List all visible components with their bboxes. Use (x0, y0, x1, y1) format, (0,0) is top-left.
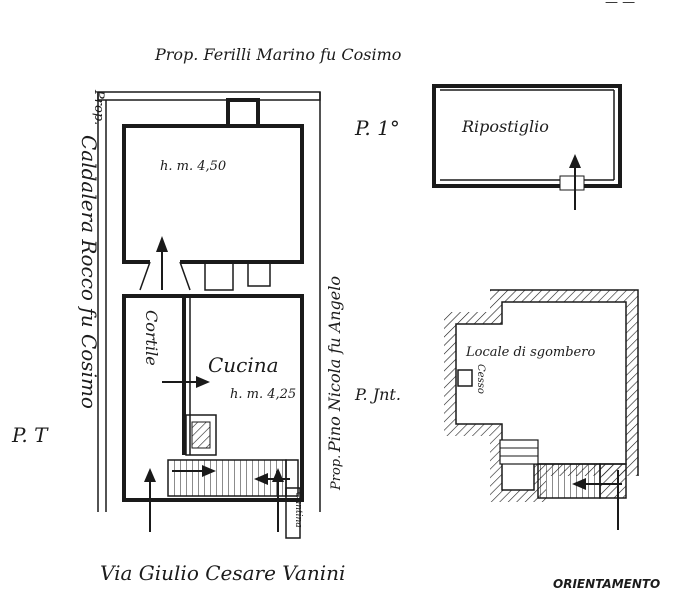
closet-box (457, 369, 473, 387)
closet-label: Cesso (475, 364, 486, 394)
arrow-entrance-right (272, 468, 284, 532)
east-owner-prefix: Prop. (329, 455, 344, 491)
west-owner-label: Caldalera Rocco fu Cosimo (77, 135, 101, 409)
junk-room-walls (444, 290, 638, 502)
kitchen-label: Cucina (208, 353, 279, 377)
orientation-label: ORIENTAMENTO (553, 577, 660, 591)
arrow-up-storeroom (569, 154, 581, 210)
corner-mark: — — (605, 0, 635, 10)
west-owner-group: Caldalera Rocco fu Cosimo (77, 135, 101, 409)
arrow-left-stair-int (572, 478, 622, 490)
east-owner-label: Pino Nicola fu Angelo (325, 276, 344, 453)
arrow-entrance-left (144, 468, 156, 532)
storeroom (432, 84, 622, 188)
north-owner-label: Prop. Ferilli Marino fu Cosimo (154, 45, 401, 64)
ground-floor-plan: h. m. 4,50 Cortile Cucina h. m. 4,25 Can… (97, 91, 321, 539)
upper-room (122, 124, 304, 264)
floor-t-label: P. T (11, 423, 49, 447)
arrow-right-kitchen (162, 376, 210, 388)
chimney (226, 98, 260, 128)
first-floor-plan: Ripostiglio (432, 84, 622, 210)
junk-room-label: Locale di sgombero (465, 345, 595, 360)
arrow-up-courtyard (156, 236, 168, 290)
kitchen-height: h. m. 4,25 (230, 387, 296, 402)
street-label: Via Giulio Cesare Vanini (100, 561, 345, 585)
cellar-box (285, 487, 301, 539)
cellar-label: Cantina (293, 492, 303, 528)
upper-room-height: h. m. 4,50 (160, 159, 226, 174)
east-owner-group: Prop. Pino Nicola fu Angelo (325, 276, 344, 491)
fireplace (185, 414, 217, 456)
floor-int-label: P. Jnt. (354, 385, 401, 404)
intermediate-floor-plan: Locale di sgombero Cesso (444, 289, 639, 530)
storeroom-label: Ripostiglio (461, 117, 549, 136)
lower-building (122, 294, 304, 502)
floor-1-label: P. 1° (354, 116, 400, 140)
intermediate-stair (537, 463, 601, 499)
courtyard-label: Cortile (142, 310, 161, 366)
arrow-stair-right (172, 465, 216, 477)
